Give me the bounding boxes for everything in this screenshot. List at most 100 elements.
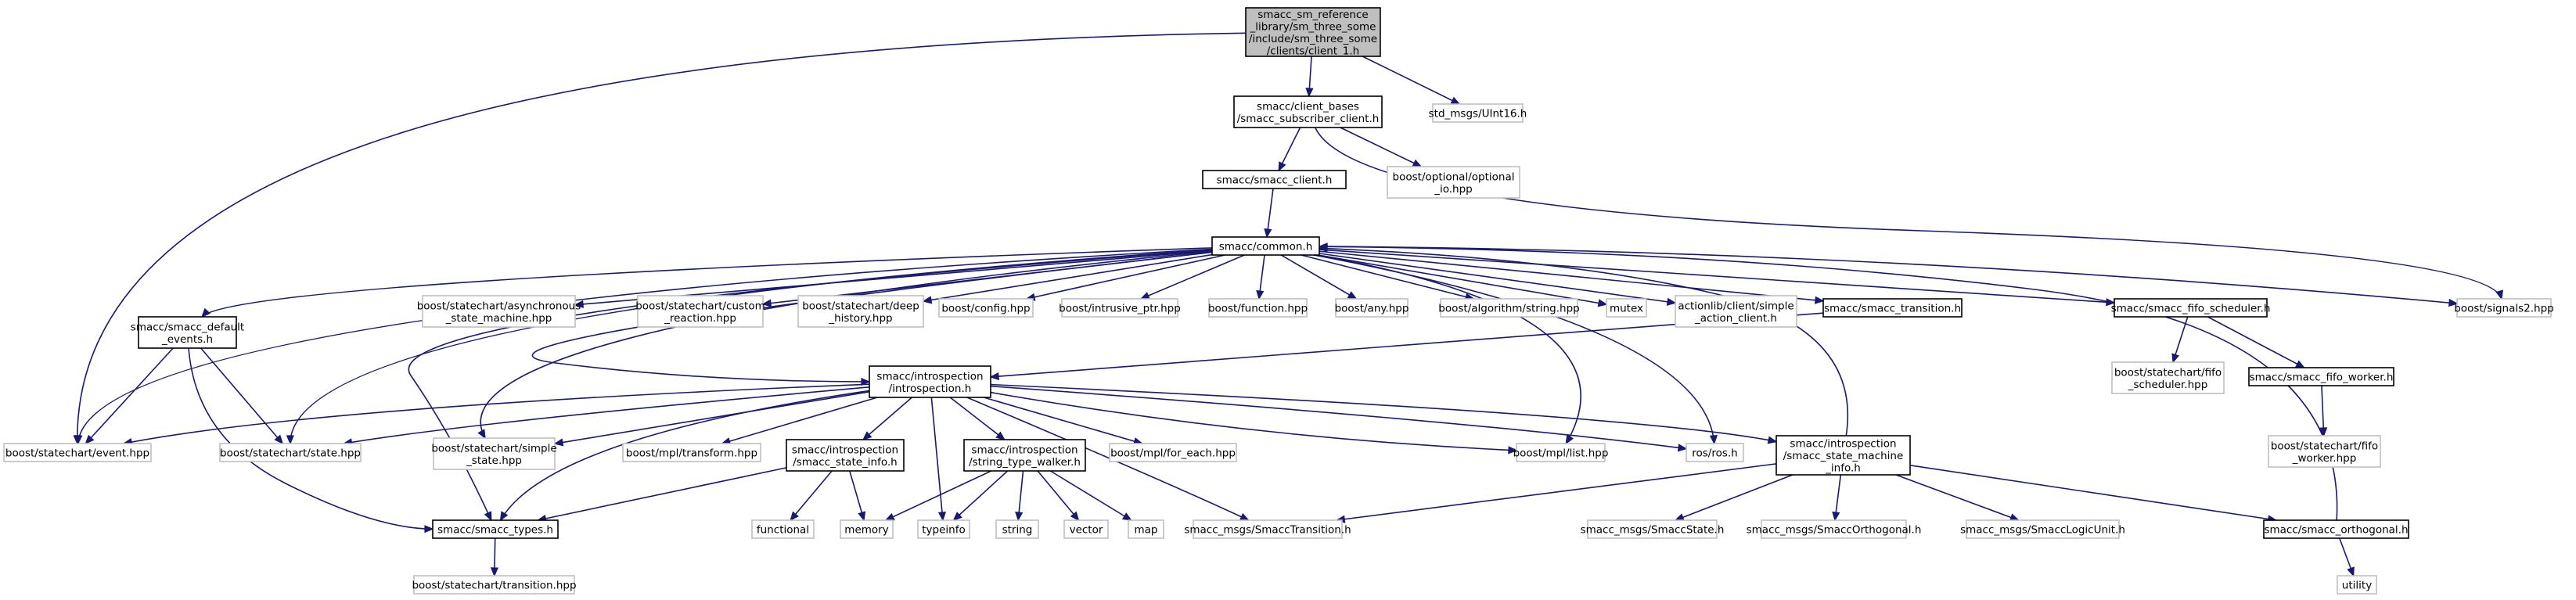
graph-edge-sm-info-to-msg-state [1674, 474, 1793, 521]
graph-node-string-walker[interactable]: smacc/introspection/string_type_walker.h [963, 439, 1086, 472]
edge-arrowhead [1508, 446, 1518, 454]
graph-node-default-events[interactable]: smacc/smacc_default_events.h [131, 316, 244, 349]
edge-arrowhead [477, 429, 486, 440]
node-box [1245, 7, 1381, 57]
edge-arrowhead [2347, 566, 2355, 577]
edge-arrowhead [1318, 243, 1328, 251]
node-label-line: _history.hpp [828, 312, 892, 325]
edge-line [2207, 316, 2305, 368]
edge-line [966, 397, 1249, 521]
node-box [2248, 367, 2394, 386]
node-box [786, 439, 905, 472]
edge-line [885, 470, 992, 521]
node-box [995, 519, 1039, 539]
node-label-line: boost/algorithm/string.hpp [1438, 303, 1579, 315]
node-box [138, 316, 237, 349]
edge-line [408, 249, 1213, 521]
node-label-line: smacc_msgs/SmaccLogicUnit.h [1960, 524, 2125, 537]
node-label-line: boost/function.hpp [1208, 303, 1308, 315]
graph-node-fifo-scheduler-h[interactable]: smacc/smacc_fifo_scheduler.h [2111, 298, 2271, 318]
edge-line [1319, 246, 2458, 304]
node-box [917, 519, 970, 539]
graph-node-orthogonal-h[interactable]: smacc/smacc_orthogonal.h [2263, 519, 2409, 539]
graph-node-fifo-worker-h[interactable]: smacc/smacc_fifo_worker.h [2248, 367, 2394, 386]
graph-node-sm-info[interactable]: smacc/introspection/smacc_state_machine_… [1775, 435, 1911, 476]
graph-node-function: boost/function.hpp [1208, 298, 1308, 318]
graph-edge-common-to-event-hpp [74, 248, 1213, 445]
graph-edge-common-to-ros [1313, 254, 1718, 445]
node-label-line: smacc/introspection [971, 444, 1078, 456]
node-box [938, 298, 1034, 318]
edge-arrowhead [490, 567, 499, 577]
graph-edge-common-to-transition-h [1319, 250, 1825, 304]
node-box [1193, 519, 1343, 539]
edge-line [290, 249, 1213, 444]
graph-edge-introspection-to-mpl-transform [721, 397, 878, 445]
node-label-line: smacc/smacc_default [131, 321, 244, 333]
node-label-line: ros/ros.h [1692, 447, 1738, 460]
edge-line [1337, 463, 1777, 521]
graph-edge-sm-info-to-msg-transition [1335, 463, 1777, 523]
edge-line [1675, 474, 1793, 521]
edge-line [923, 253, 1213, 302]
edge-line [949, 397, 1006, 440]
edge-arrowhead [2319, 427, 2328, 437]
node-box [2114, 298, 2268, 318]
graph-node-state-info[interactable]: smacc/introspection/smacc_state_info.h [786, 439, 905, 472]
edge-arrowhead [286, 435, 294, 445]
edge-line [990, 383, 1777, 443]
edge-arrowhead [553, 438, 564, 447]
edge-arrowhead [85, 434, 95, 445]
node-label-line: boost/any.hpp [1335, 303, 1409, 315]
edge-line [1909, 465, 2276, 521]
graph-node-ros: ros/ros.h [1686, 443, 1744, 462]
graph-node-root[interactable]: smacc_sm_reference_library/sm_three_some… [1245, 7, 1381, 57]
graph-edge-introspection-to-mpl-list [990, 391, 1518, 454]
graph-edge-introspection-to-simple-state [553, 391, 870, 447]
graph-edge-fifo-scheduler-h-to-bs-fifo-scheduler [2171, 316, 2189, 364]
node-label-line: boost/statechart/asynchronous [417, 300, 581, 312]
node-label-line: _reaction.hpp [664, 312, 736, 325]
graph-node-subscriber[interactable]: smacc/client_bases/smacc_subscriber_clie… [1233, 95, 1383, 128]
edge-arrowhead [499, 511, 509, 522]
graph-edge-sm-info-to-msg-orthogonal [1832, 474, 1842, 522]
node-label-line: boost/statechart/fifo [2271, 440, 2378, 452]
edge-arrowhead [574, 300, 584, 308]
node-label-line: smacc/smacc_fifo_scheduler.h [2111, 303, 2271, 315]
edge-line [1314, 127, 2502, 300]
graph-edge-introspection-to-sm-info [990, 383, 1778, 444]
edge-arrowhead [1450, 96, 1461, 105]
edge-line [990, 391, 1517, 451]
edge-arrowhead [922, 296, 933, 304]
graph-node-smacc-types[interactable]: smacc/smacc_types.h [432, 519, 559, 539]
graph-edge-common-to-introspection [531, 251, 1213, 386]
graph-edge-state-info-to-smacc-types [536, 467, 787, 523]
graph-node-state-hpp: boost/statechart/state.hpp [219, 443, 362, 462]
graph-edge-introspection-to-smacc-types [499, 390, 870, 522]
edge-arrowhead [937, 511, 947, 522]
node-box [1202, 170, 1347, 189]
graph-node-custom-reaction: boost/statechart/custom_reaction.hpp [635, 295, 765, 328]
node-box [1966, 519, 2120, 539]
graph-edge-common-to-smacc-types [408, 249, 1213, 522]
graph-edge-smacc-types-to-bs-transition [490, 537, 499, 577]
node-box [797, 295, 924, 328]
graph-node-bs-fifo-scheduler: boost/statechart/fifo_scheduler.hpp [2111, 361, 2225, 394]
node-label-line: smacc_msgs/SmaccTransition.h [1184, 524, 1351, 537]
node-box [1211, 236, 1320, 256]
edge-line [1037, 470, 1080, 521]
node-box [1606, 298, 1647, 318]
edge-line [344, 386, 870, 444]
graph-node-common[interactable]: smacc/common.h [1211, 236, 1320, 256]
edge-arrowhead [74, 435, 83, 445]
edge-line [1319, 253, 1676, 304]
graph-edge-subscriber-to-signals2 [1314, 127, 2504, 300]
graph-node-smacc-client[interactable]: smacc/smacc_client.h [1202, 170, 1347, 189]
graph-edge-default-events-to-smacc-types [188, 347, 434, 534]
node-label-line: smacc/client_bases [1257, 100, 1359, 113]
edge-arrowhead [2171, 353, 2180, 364]
graph-node-introspection[interactable]: smacc/introspection/introspection.h [869, 365, 991, 398]
graph-node-transition-h[interactable]: smacc/smacc_transition.h [1822, 298, 1963, 318]
edge-arrowhead [2495, 289, 2504, 300]
